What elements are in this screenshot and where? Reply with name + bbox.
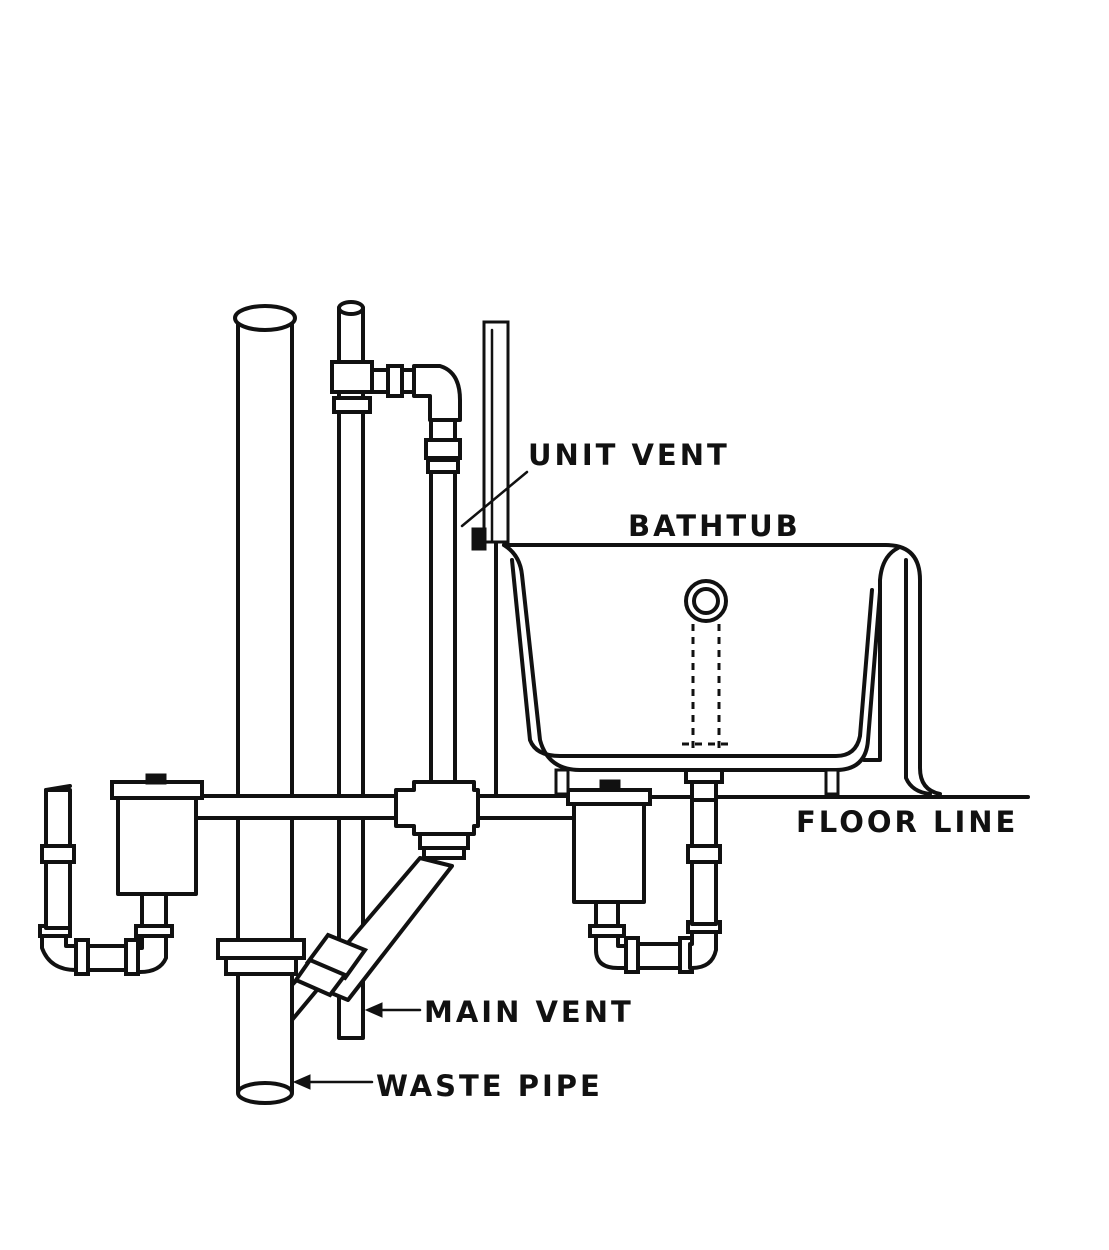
bathtub-label: BATHTUB bbox=[628, 509, 801, 543]
floor-line bbox=[494, 540, 1030, 799]
main-vent-pipe bbox=[330, 300, 462, 1040]
waste-pipe-label: WASTE PIPE bbox=[376, 1069, 603, 1103]
right-drum-trap bbox=[566, 768, 724, 974]
leader-lines bbox=[292, 470, 529, 1090]
unit-vent-label: UNIT VENT bbox=[528, 438, 730, 472]
left-drum-trap bbox=[38, 773, 204, 976]
waste-pipe bbox=[216, 304, 344, 1105]
floor-line-label: FLOOR LINE bbox=[796, 805, 1018, 839]
branch-drain bbox=[194, 780, 576, 860]
diagonal-drain bbox=[292, 856, 454, 1002]
bathtub bbox=[502, 543, 942, 796]
main-vent-label: MAIN VENT bbox=[424, 995, 634, 1029]
unit-vent bbox=[471, 320, 510, 551]
